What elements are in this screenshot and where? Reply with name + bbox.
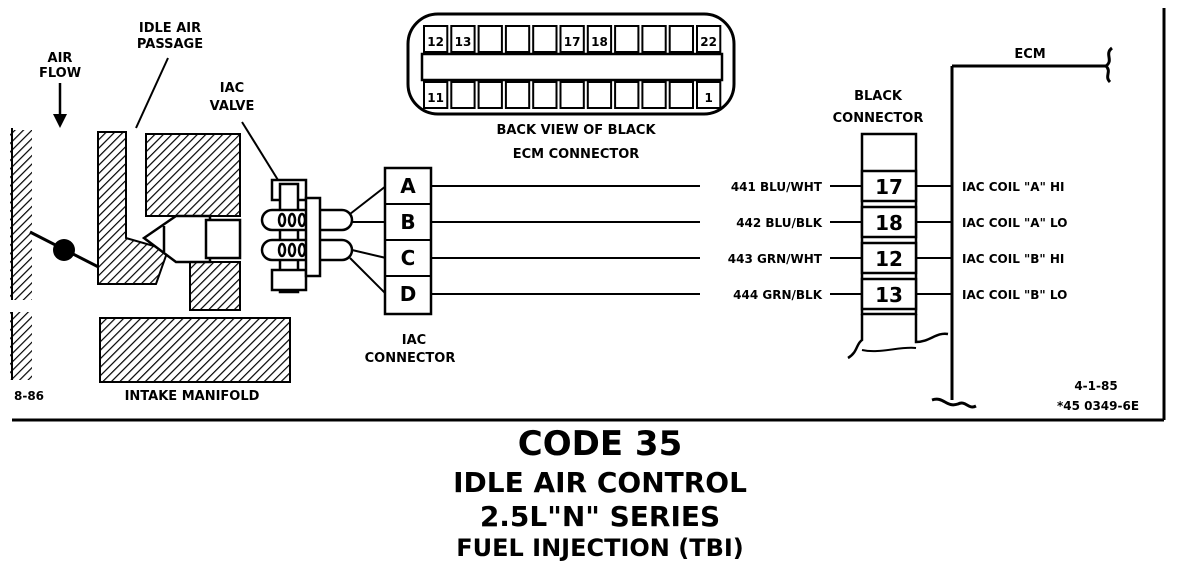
ecm-bottom-pin-cavity <box>532 81 558 109</box>
iac-connector-label-line1: IAC <box>402 333 426 348</box>
iac-valve-label-line1: IAC <box>220 81 244 96</box>
ecm-top-pin-number: 22 <box>700 35 717 49</box>
ecm-bottom-pin-cavity <box>696 81 722 109</box>
iac-valve-label-line2: VALVE <box>210 99 255 114</box>
throttle-body-wall <box>10 128 32 380</box>
wire-label: 444 GRN/BLK <box>733 288 823 302</box>
idle-air-leader <box>135 57 169 129</box>
iac-pin-label: D <box>400 282 417 306</box>
drawing-part-number: *45 0349-6E <box>1057 399 1139 413</box>
diagram-code-title: CODE 35 <box>517 424 683 464</box>
black-connector-pin-cell <box>860 205 918 239</box>
air-flow-label-line1: AIR <box>48 51 73 66</box>
idle-air-label-line1: IDLE AIR <box>139 21 201 36</box>
throttle-body-housing <box>97 131 291 383</box>
diagram-series: 2.5L"N" SERIES <box>479 500 721 533</box>
ecm-module <box>931 46 1114 409</box>
ecm-top-pin-cavity <box>450 25 476 53</box>
black-connector-pin-cell <box>860 241 918 275</box>
ecm-bottom-pin-cavity <box>504 81 531 109</box>
back-view-label-line2: ECM CONNECTOR <box>513 147 640 162</box>
iac-pin-label: B <box>400 210 415 234</box>
iac-valve-leader <box>241 121 279 181</box>
idle-air-label-line2: PASSAGE <box>137 37 203 52</box>
ecm-bottom-pin-cavity <box>668 81 695 109</box>
iac-pin-label: A <box>400 174 416 198</box>
ecm-signal-label: IAC COIL "B" HI <box>962 252 1064 266</box>
ecm-bottom-pin-cavity <box>586 81 613 109</box>
ecm-top-pin-cavity <box>614 25 640 53</box>
black-connector: 17 18 12 13 <box>847 132 949 360</box>
wire-label: 441 BLU/WHT <box>731 180 823 194</box>
black-connector-pin-number: 13 <box>875 283 903 307</box>
diagram-fuel-injection: FUEL INJECTION (TBI) <box>456 534 744 562</box>
air-flow-arrow <box>53 83 67 128</box>
iac-valve-body <box>260 178 354 294</box>
ecm-label: ECM <box>1014 47 1045 62</box>
iac-pigtail <box>349 185 387 295</box>
ecm-top-pin-cavity <box>696 25 722 53</box>
black-connector-label-line1: BLACK <box>854 89 903 104</box>
black-connector-label-line2: CONNECTOR <box>833 111 924 126</box>
ecm-bottom-pin-cavity <box>559 81 585 109</box>
drawing-date: 4-1-85 <box>1074 379 1117 393</box>
ecm-top-pin-cavity <box>532 25 558 53</box>
iac-pintle <box>141 214 242 264</box>
iac-pin-label: C <box>401 246 416 270</box>
ecm-bottom-pin-number: 11 <box>427 91 444 105</box>
black-connector-pin-number: 18 <box>875 211 903 235</box>
ecm-top-pin-cavity <box>641 25 667 53</box>
ecm-top-pin-number: 18 <box>591 35 608 49</box>
diagram-subtitle: IDLE AIR CONTROL <box>453 466 747 499</box>
ecm-top-pin-cavity <box>559 25 585 53</box>
ecm-bottom-pin-cavity <box>423 81 449 109</box>
ecm-bottom-pin-cavity <box>477 81 503 109</box>
wire-label: 443 GRN/WHT <box>728 252 823 266</box>
back-view-label-line1: BACK VIEW OF BLACK <box>496 123 656 138</box>
ecm-top-pin-cavity <box>668 25 695 53</box>
ecm-top-pin-cavity <box>477 25 503 53</box>
ecm-top-pin-number: 12 <box>427 35 444 49</box>
black-connector-pin-number: 17 <box>875 175 903 199</box>
ecm-bottom-pin-cavity <box>641 81 667 109</box>
ecm-top-pin-cavity <box>423 25 449 53</box>
ecm-top-pin-cavity <box>504 25 531 53</box>
ecm-signal-label: IAC COIL "A" LO <box>962 216 1067 230</box>
diagram-frame <box>12 8 1166 422</box>
ecm-top-pin-cavity <box>586 25 613 53</box>
ecm-bottom-pin-number: 1 <box>704 91 712 105</box>
wire-label: 442 BLU/BLK <box>736 216 823 230</box>
black-connector-pin-number: 12 <box>875 247 903 271</box>
black-connector-pin-cell <box>860 277 918 311</box>
drawing-code-left: 8-86 <box>14 389 44 403</box>
intake-manifold-label: INTAKE MANIFOLD <box>125 389 260 404</box>
air-flow-label-line2: FLOW <box>39 66 81 81</box>
ecm-signal-label: IAC COIL "A" HI <box>962 180 1065 194</box>
iac-connector-label-line2: CONNECTOR <box>365 351 456 366</box>
ecm-signal-label: IAC COIL "B" LO <box>962 288 1067 302</box>
labels: AIR FLOW IDLE AIR PASSAGE IAC VALVE BACK… <box>14 21 1139 413</box>
ecm-bottom-pin-cavity <box>614 81 640 109</box>
ecm-bottom-pin-cavity <box>450 81 476 109</box>
wire-harness: 441 BLU/WHT IAC COIL "A" HI 442 BLU/BLK IAC… <box>431 180 1067 302</box>
ecm-top-pin-number: 17 <box>564 35 581 49</box>
ecm-top-pin-number: 13 <box>455 35 472 49</box>
black-connector-pin-cell <box>860 169 918 203</box>
